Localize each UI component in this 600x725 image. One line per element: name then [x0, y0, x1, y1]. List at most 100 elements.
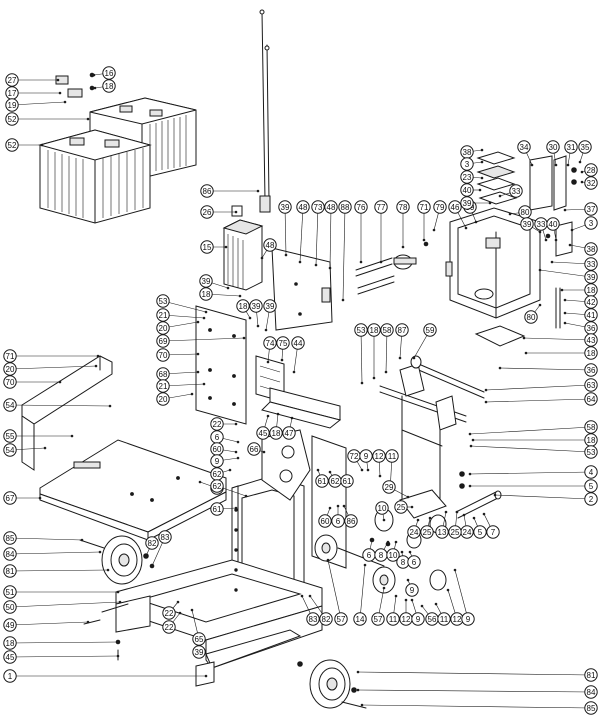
callout-number: 78 [399, 203, 408, 212]
leader-endpoint [234, 506, 238, 510]
leader-endpoint [360, 703, 364, 707]
callout-number: 39 [587, 273, 596, 282]
center-wheels [314, 508, 447, 594]
part-callout: 24 [460, 525, 474, 539]
leader-endpoint [508, 212, 512, 216]
callout-number: 18 [272, 429, 281, 438]
leader-endpoint [471, 438, 475, 442]
leader-endpoint [308, 594, 312, 598]
part-callout: 12 [372, 449, 386, 463]
callout-circle [249, 299, 263, 313]
callout-number: 48 [299, 203, 308, 212]
leader-endpoint [144, 554, 148, 558]
leader-line [299, 206, 304, 263]
leader-line [454, 569, 469, 620]
right-wheel [309, 659, 367, 709]
leader-endpoint [412, 356, 416, 360]
part-callout: 79 [433, 200, 447, 214]
callout-number: 38 [463, 148, 472, 157]
part-callout: 40 [546, 217, 560, 231]
callout-number: 5 [589, 482, 594, 491]
part-callout: 22 [210, 417, 224, 431]
callout-circle [156, 348, 170, 362]
callout-circle [3, 443, 17, 457]
callout-circle [192, 632, 206, 646]
leader-endpoint [284, 253, 288, 257]
callout-circle [145, 536, 159, 550]
part-callout: 27 [5, 73, 19, 87]
callout-number: 16 [105, 69, 114, 78]
leader-endpoint [379, 260, 383, 264]
callout-circle [102, 79, 116, 93]
callout-circle [192, 645, 206, 659]
leader-endpoint [410, 505, 414, 509]
callout-circle [200, 240, 214, 254]
leader-endpoint [316, 468, 320, 472]
part-callout: 22 [162, 620, 176, 634]
leader-endpoint [118, 600, 122, 604]
leader-endpoint [260, 256, 264, 260]
callout-number: 48 [266, 241, 275, 250]
leader-endpoint [40, 143, 44, 147]
callout-number: 39 [463, 199, 472, 208]
callout-circle [374, 200, 388, 214]
callout-circle [315, 474, 329, 488]
leader-endpoint [356, 670, 360, 674]
part-callout: 44 [291, 336, 305, 350]
part-callout: 64 [584, 392, 598, 406]
callout-circle [372, 449, 386, 463]
part-callout: 48 [263, 238, 277, 252]
leader-endpoint [482, 512, 486, 516]
callout-number: 62 [213, 470, 222, 479]
part-callout: 6 [210, 430, 224, 444]
part-callout: 84 [584, 685, 598, 699]
leader-endpoint [554, 163, 558, 167]
leader-endpoint [468, 472, 472, 476]
callout-number: 82 [148, 539, 157, 548]
callout-number: 73 [314, 203, 323, 212]
leader-endpoint [378, 474, 382, 478]
callout-circle [3, 491, 17, 505]
callout-number: 69 [159, 337, 168, 346]
leader-endpoint [580, 180, 584, 184]
leader-endpoint [93, 86, 97, 90]
callout-number: 9 [410, 586, 415, 595]
rods [355, 257, 395, 295]
callout-number: 12 [402, 615, 411, 624]
leader-endpoint [478, 188, 482, 192]
callout-number: 79 [436, 203, 445, 212]
callout-number: 12 [375, 452, 384, 461]
callout-number: 33 [587, 260, 596, 269]
part-callout: 16 [102, 66, 116, 80]
callout-circle [353, 612, 367, 626]
part-callout: 4 [584, 465, 598, 479]
callout-number: 8 [379, 551, 384, 560]
callout-number: 86 [347, 517, 356, 526]
callout-number: 77 [377, 203, 386, 212]
part-callout: 18 [367, 323, 381, 337]
leader-endpoint [538, 303, 542, 307]
callout-circle [278, 200, 292, 214]
callout-number: 61 [343, 477, 352, 486]
callout-number: 68 [159, 370, 168, 379]
leader-endpoint [480, 148, 484, 152]
leader-line [162, 314, 205, 319]
part-callout: 11 [386, 612, 400, 626]
callout-circle [385, 449, 399, 463]
leader-endpoint [43, 446, 47, 450]
leader-endpoint [234, 210, 238, 214]
callout-circle [199, 287, 213, 301]
leader-endpoint [198, 480, 202, 484]
part-callout: 65 [192, 632, 206, 646]
leader-line [11, 101, 66, 106]
part-callout: 86 [344, 514, 358, 528]
part-callout: 80 [518, 205, 532, 219]
callout-number: 75 [279, 339, 288, 348]
part-callout: 83 [306, 612, 320, 626]
callout-number: 85 [587, 704, 596, 713]
callout-circle [437, 612, 451, 626]
leader-line [359, 564, 366, 620]
callout-circle [433, 200, 447, 214]
leader-endpoint [256, 189, 260, 193]
callout-number: 70 [159, 351, 168, 360]
